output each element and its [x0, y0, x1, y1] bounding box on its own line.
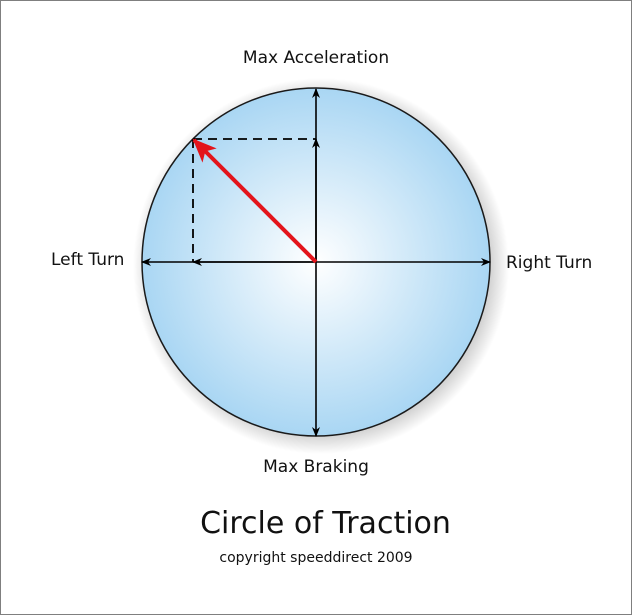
max-acceleration-label: Max Acceleration — [242, 48, 390, 68]
right-turn-label: Right Turn — [506, 253, 593, 273]
max-braking-label: Max Braking — [263, 457, 369, 477]
copyright-notice: copyright speeddirect 2009 — [219, 550, 413, 566]
resultant-force-arrow — [192, 138, 318, 264]
left-turn-label: Left Turn — [51, 250, 125, 270]
diagram-title: Circle of Traction — [200, 506, 451, 541]
